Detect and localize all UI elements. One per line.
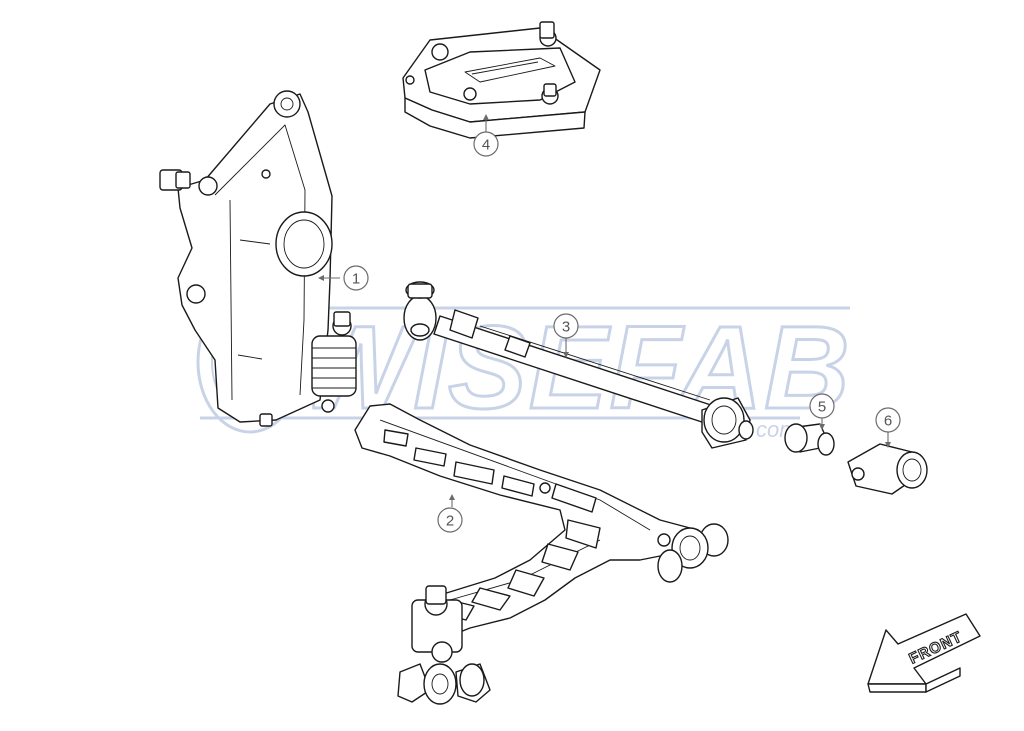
callout-5[interactable]: 5 <box>809 393 835 430</box>
callout-5-label: 5 <box>818 399 826 416</box>
callout-2[interactable]: 2 <box>437 494 463 533</box>
callout-3-label: 3 <box>562 319 570 336</box>
callout-3[interactable]: 3 <box>553 313 579 358</box>
callout-6-label: 6 <box>884 413 892 430</box>
callout-4-label: 4 <box>482 137 490 154</box>
callout-1-label: 1 <box>352 271 360 288</box>
part-lower-control-arm <box>354 403 729 705</box>
knuckle-spacer-stack <box>311 311 357 413</box>
callout-4[interactable]: 4 <box>473 114 499 157</box>
part-bushing-housing <box>847 443 928 495</box>
part-upright-knuckle <box>159 90 357 427</box>
part-bushing-sleeve <box>784 423 835 456</box>
front-direction-arrow: FRONT <box>867 613 981 693</box>
callout-6[interactable]: 6 <box>875 407 901 448</box>
callout-1[interactable]: 1 <box>318 265 369 291</box>
part-top-mount-plate <box>402 21 601 139</box>
callout-2-label: 2 <box>446 513 454 530</box>
part-tie-rod <box>403 281 754 449</box>
control-arm-lightening-holes <box>383 429 601 621</box>
callouts: 1 2 3 4 5 6 <box>318 114 901 533</box>
